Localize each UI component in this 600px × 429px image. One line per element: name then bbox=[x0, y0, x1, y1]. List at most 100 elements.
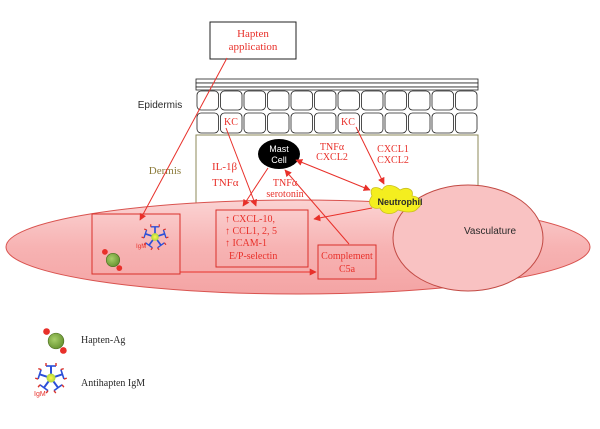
igm-tip bbox=[163, 228, 166, 231]
igm-arm bbox=[148, 239, 154, 246]
igm-tip bbox=[165, 236, 169, 239]
hapten-application-box bbox=[209, 21, 297, 60]
hapten-dot bbox=[116, 265, 123, 271]
epidermis-cell bbox=[290, 90, 313, 111]
epidermis-cell bbox=[243, 112, 266, 134]
arrow-complement-to-mast bbox=[284, 169, 350, 245]
igm-arm bbox=[54, 373, 63, 378]
igm-core bbox=[151, 233, 159, 241]
neutrophil-label: Neutrophil bbox=[378, 197, 423, 207]
serotonin-label: serotonin bbox=[266, 189, 303, 200]
arrow-mast-neutrophil bbox=[295, 159, 371, 191]
epidermis-cell bbox=[431, 112, 454, 134]
arrows bbox=[139, 57, 385, 276]
tnfa-left-label: TNFα bbox=[212, 177, 239, 189]
epidermis-cell bbox=[384, 90, 407, 111]
legend-antihapten-igm-label: Antihapten IgM bbox=[81, 378, 145, 389]
igm-fab bbox=[39, 384, 49, 392]
igm-arm bbox=[43, 380, 50, 389]
igm-fab bbox=[60, 369, 65, 380]
antigen-body bbox=[105, 252, 121, 268]
kc-right-label: KC bbox=[341, 117, 355, 128]
hapten-label-line2: application bbox=[229, 41, 278, 53]
kc-left-label: KC bbox=[224, 117, 238, 128]
igm-tip bbox=[150, 247, 153, 251]
epidermis-cell bbox=[196, 112, 219, 134]
igm-arm bbox=[52, 380, 59, 389]
cxcl1-right-label: CXCL1 bbox=[377, 144, 409, 155]
epidermis-cell bbox=[431, 90, 454, 111]
epidermis-cell bbox=[220, 90, 243, 111]
epidermis-cell bbox=[267, 90, 290, 111]
vasculature-ellipse bbox=[392, 184, 544, 292]
igm-in-vessel: IgM bbox=[136, 224, 169, 251]
epidermis-cell bbox=[220, 112, 243, 134]
igm-arm bbox=[145, 233, 153, 237]
epidermis-cell bbox=[314, 112, 337, 134]
hapten-dot bbox=[59, 347, 67, 354]
igm-tip bbox=[34, 377, 39, 380]
tnfa-mast-label: TNFα bbox=[273, 178, 298, 189]
igm-tip bbox=[37, 384, 41, 388]
igm-tip bbox=[144, 228, 147, 231]
igm-tip bbox=[141, 236, 145, 239]
vasculature-label: Vasculature bbox=[464, 226, 517, 237]
antigen-body bbox=[47, 332, 65, 350]
arrow-neutrophil-to-chemokines bbox=[313, 207, 373, 222]
immune-complex-box bbox=[91, 213, 181, 275]
igm-tag: IgM bbox=[34, 391, 46, 398]
complement-label: Complement bbox=[321, 251, 373, 262]
epidermis-cell bbox=[314, 90, 337, 111]
legend-hapten-ag-label: Hapten-Ag bbox=[81, 335, 125, 346]
igm-arm bbox=[157, 233, 165, 237]
igm-tip bbox=[163, 242, 167, 246]
igm-fab bbox=[143, 229, 148, 239]
igm-arm bbox=[39, 373, 48, 378]
igm-tip bbox=[157, 247, 160, 251]
arrow-mast-to-chemokines bbox=[242, 167, 269, 207]
epidermis-label: Epidermis bbox=[138, 100, 182, 111]
epidermis-cell bbox=[290, 112, 313, 134]
mast-label-line2: Cell bbox=[271, 155, 287, 165]
legend-hapten-ag-icon bbox=[43, 328, 67, 354]
epidermis-cell bbox=[267, 112, 290, 134]
epidermis-cell-row-2 bbox=[196, 112, 478, 134]
neutrophil-shape bbox=[369, 185, 422, 214]
epidermis-cell bbox=[455, 90, 478, 111]
epidermis-cell bbox=[361, 90, 384, 111]
mast-cell bbox=[258, 139, 300, 169]
arrow-kc-to-neutrophil bbox=[355, 126, 385, 185]
epidermis-cell-row-1 bbox=[196, 90, 478, 111]
igm-arm bbox=[156, 239, 162, 246]
epidermis-cell bbox=[196, 90, 219, 111]
ccl-label: ↑ CCL1, 2, 5 bbox=[225, 226, 277, 237]
hapten-label-line1: Hapten bbox=[237, 28, 269, 40]
epidermis-cell bbox=[337, 90, 360, 111]
c5a-label: C5a bbox=[339, 264, 356, 275]
igm-fab bbox=[37, 369, 42, 380]
igm-tip bbox=[60, 367, 64, 371]
cxcl2-top-label: CXCL2 bbox=[316, 152, 348, 163]
igm-tip bbox=[45, 390, 49, 394]
igm-tip bbox=[61, 384, 65, 388]
epidermis-cell bbox=[408, 90, 431, 111]
cxcl2-right-label: CXCL2 bbox=[377, 155, 409, 166]
igm-tip bbox=[63, 377, 68, 380]
hapten-dot bbox=[43, 328, 50, 335]
epidermis-cell bbox=[408, 112, 431, 134]
epidermis-cell bbox=[384, 112, 407, 134]
igm-core bbox=[46, 373, 56, 383]
hapten-dot bbox=[102, 249, 108, 255]
complement-box bbox=[317, 244, 377, 280]
epidermis-cell bbox=[455, 112, 478, 134]
epidermis-layers bbox=[195, 78, 479, 91]
igm-tip bbox=[53, 390, 57, 394]
legend-antihapten-igm-icon: IgM bbox=[34, 363, 68, 398]
epidermis-cell bbox=[361, 112, 384, 134]
igm-tag: IgM bbox=[136, 243, 146, 250]
igm-tip bbox=[143, 242, 147, 246]
epidermis-cell bbox=[243, 90, 266, 111]
igm-fab bbox=[157, 242, 165, 249]
